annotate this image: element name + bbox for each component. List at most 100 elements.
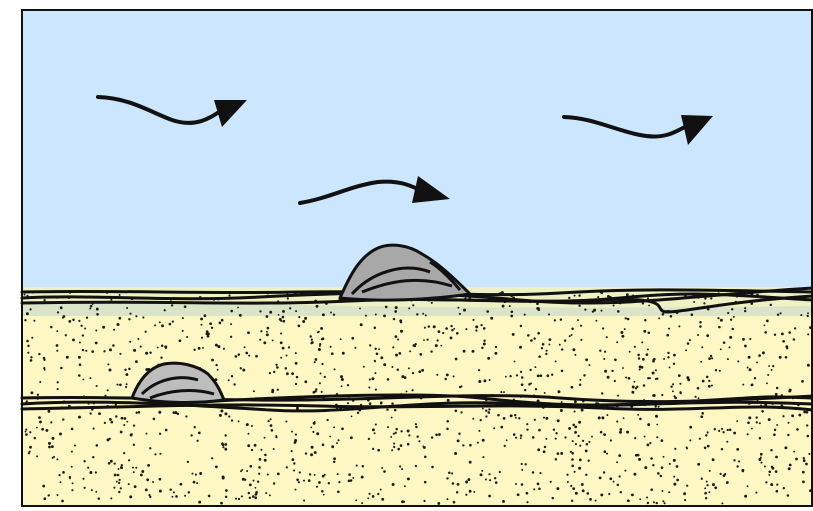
sand-grain (793, 338, 796, 341)
sand-grain (407, 443, 410, 446)
sand-grain (27, 345, 29, 347)
sand-grain (241, 469, 243, 471)
sand-grain (311, 446, 314, 449)
sand-grain (225, 412, 228, 415)
sand-grain (669, 366, 671, 368)
sand-grain (319, 343, 321, 345)
sand-grain (644, 319, 646, 321)
sand-grain (287, 297, 289, 299)
sand-grain (802, 481, 805, 484)
sand-grain (710, 355, 712, 357)
sand-grain (556, 487, 559, 490)
sand-grain (321, 363, 323, 365)
sand-grain (760, 462, 762, 464)
sand-grain (36, 455, 38, 457)
sand-grain (282, 316, 285, 319)
sand-grain (560, 318, 562, 320)
sand-grain (485, 409, 487, 411)
sand-grain (689, 439, 691, 441)
sand-grain (192, 473, 194, 475)
sand-grain (295, 352, 297, 354)
sand-grain (117, 474, 120, 477)
sand-grain (126, 421, 128, 423)
sand-grain (82, 478, 84, 480)
sand-grain (360, 323, 363, 326)
sand-grain (780, 312, 782, 314)
sand-grain (260, 449, 262, 451)
sand-grain (215, 466, 218, 469)
sand-grain (673, 354, 676, 357)
sand-grain (129, 495, 132, 498)
sand-grain (704, 487, 706, 489)
sand-grain (90, 305, 93, 308)
sand-grain (369, 378, 371, 380)
sand-grain (451, 329, 453, 331)
sand-grain (249, 484, 252, 487)
sand-grain (805, 463, 808, 466)
sand-grain (670, 386, 672, 388)
sand-grain (574, 295, 576, 297)
sand-grain (348, 479, 351, 482)
sand-grain (789, 389, 792, 392)
sand-grain (186, 336, 188, 338)
sand-grain (365, 315, 367, 317)
sand-grain (533, 337, 535, 339)
sand-grain (391, 366, 393, 368)
sand-grain (625, 317, 627, 319)
sand-grain (572, 348, 575, 351)
sand-grain (619, 475, 621, 477)
sand-grain (444, 378, 446, 380)
sand-grain (424, 456, 427, 459)
sand-grain (453, 375, 455, 377)
sand-grain (571, 327, 574, 330)
sand-grain (641, 341, 643, 343)
sand-grain (322, 313, 325, 316)
sand-grain (89, 471, 92, 474)
sand-grain (585, 449, 588, 452)
sand-grain (132, 467, 134, 469)
sand-grain (431, 302, 433, 304)
sand-grain (668, 328, 670, 330)
sand-grain (129, 341, 131, 343)
sand-grain (403, 501, 405, 503)
sand-grain (62, 418, 64, 420)
sand-grain (639, 369, 641, 371)
sand-grain (475, 325, 478, 328)
sand-grain (795, 458, 798, 461)
sand-grain (717, 317, 719, 319)
sand-grain (784, 446, 787, 449)
sand-grain (487, 357, 490, 360)
sand-grain (647, 444, 650, 447)
sand-grain (282, 310, 285, 313)
sand-grain (329, 436, 331, 438)
sand-grain (201, 337, 203, 339)
sand-grain (217, 369, 219, 371)
sand-grain (803, 457, 805, 459)
sand-grain (314, 474, 316, 476)
sand-grain (295, 383, 297, 385)
sand-grain (315, 388, 317, 390)
sand-grain (198, 432, 201, 435)
sand-grain (571, 452, 574, 455)
sand-grain (270, 424, 273, 427)
sand-grain (374, 327, 377, 330)
sand-grain (545, 438, 547, 440)
sand-grain (506, 439, 508, 441)
sand-grain (646, 497, 648, 499)
sand-grain (251, 449, 253, 451)
sand-grain (321, 391, 323, 393)
sand-grain (341, 427, 344, 430)
sand-grain (140, 346, 142, 348)
sand-grain (246, 470, 248, 472)
sand-grain (415, 423, 417, 425)
sand-grain (180, 483, 183, 486)
sand-grain (674, 448, 676, 450)
sand-grain (762, 351, 765, 354)
sand-grain (378, 348, 380, 350)
sand-grain (246, 423, 249, 426)
sand-grain (706, 481, 708, 483)
sand-grain (539, 472, 541, 474)
sand-grain (30, 391, 33, 394)
sand-grain (727, 358, 729, 360)
sand-grain (199, 472, 202, 475)
